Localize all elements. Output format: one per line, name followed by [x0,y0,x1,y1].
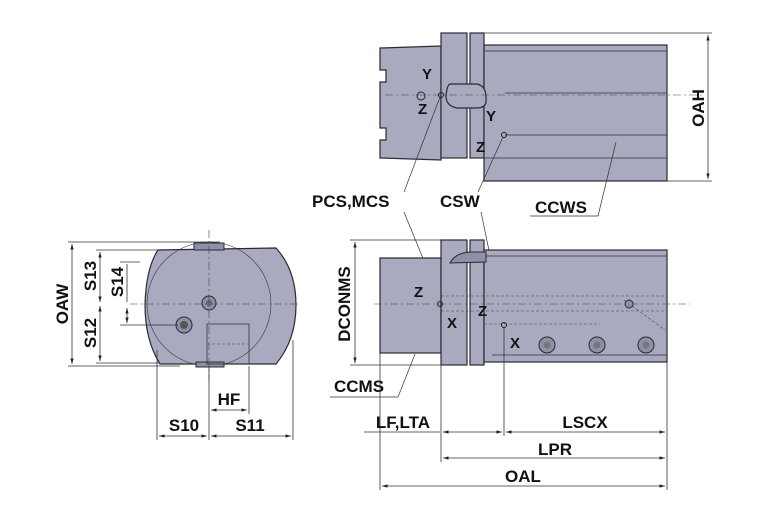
lscx-label: LSCX [562,413,608,432]
axis-z2-label: Z [476,139,485,156]
axis-y-label: Y [422,66,432,83]
side-view: DCONMS Z X Z X LF,LTA LSCX LPR OAL [335,239,690,490]
body-top [483,44,668,182]
oaw-label: OAW [53,283,72,325]
axis-x2-label: X [510,335,520,352]
end-view: OAW S13 S14 S12 HF S10 S11 [53,230,300,440]
body-side [483,249,668,363]
lpr-label: LPR [538,440,572,459]
ccms-label: CCMS [334,377,384,396]
top-view: Y Z Y Z OAH [379,32,712,182]
s13-label: S13 [81,261,100,291]
s10-label: S10 [169,416,199,435]
axis-z-label: Z [418,101,427,118]
s11-label: S11 [235,416,264,435]
axis-x-label: X [447,315,457,332]
oah-label: OAH [689,89,708,127]
oal-label: OAL [505,467,541,486]
hf-label: HF [218,390,241,409]
callouts: PCS,MCS CSW CCWS CCMS [312,96,617,398]
axis-z-label: Z [414,284,423,301]
dconms-label: DCONMS [335,266,354,342]
s14-label: S14 [108,266,127,297]
axis-z2-label: Z [478,303,487,320]
axis-y2-label: Y [486,108,496,125]
ccws-label: CCWS [535,198,587,217]
coolant-slot [445,83,487,109]
end-body [144,247,297,365]
shank-top [379,45,442,161]
s12-label: S12 [81,318,100,348]
lf-lta-label: LF,LTA [376,413,430,432]
shank-side [379,257,442,354]
pcs-mcs-label: PCS,MCS [312,192,389,211]
screws [538,336,655,354]
csw-label: CSW [440,192,481,211]
